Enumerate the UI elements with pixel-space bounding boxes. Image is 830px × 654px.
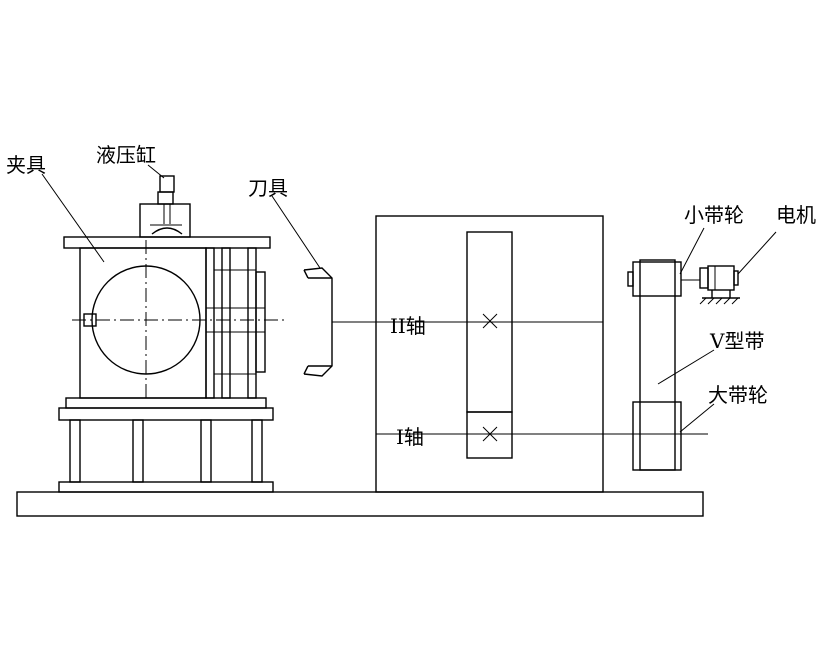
label-motor: 电机 — [776, 203, 816, 227]
small-gear — [466, 411, 513, 459]
base-plate — [16, 491, 704, 517]
leader-lines — [41, 164, 777, 433]
label-fixture: 夹具 — [6, 153, 46, 177]
label-shaft-one: I轴 — [396, 425, 424, 449]
label-small-pulley: 小带轮 — [684, 203, 744, 227]
v-belt — [639, 259, 676, 471]
label-v-belt: V型带 — [709, 329, 764, 353]
cutter — [303, 267, 333, 377]
hydraulic-cylinder — [139, 175, 191, 238]
label-hydraulic-cylinder: 液压缸 — [96, 143, 156, 167]
belt-drive — [627, 259, 700, 471]
motor — [699, 265, 740, 305]
fixture-assembly — [58, 236, 284, 493]
gearbox — [375, 215, 708, 493]
label-cutter: 刀具 — [248, 176, 288, 200]
label-large-pulley: 大带轮 — [708, 383, 768, 407]
label-shaft-two: II轴 — [390, 314, 426, 338]
